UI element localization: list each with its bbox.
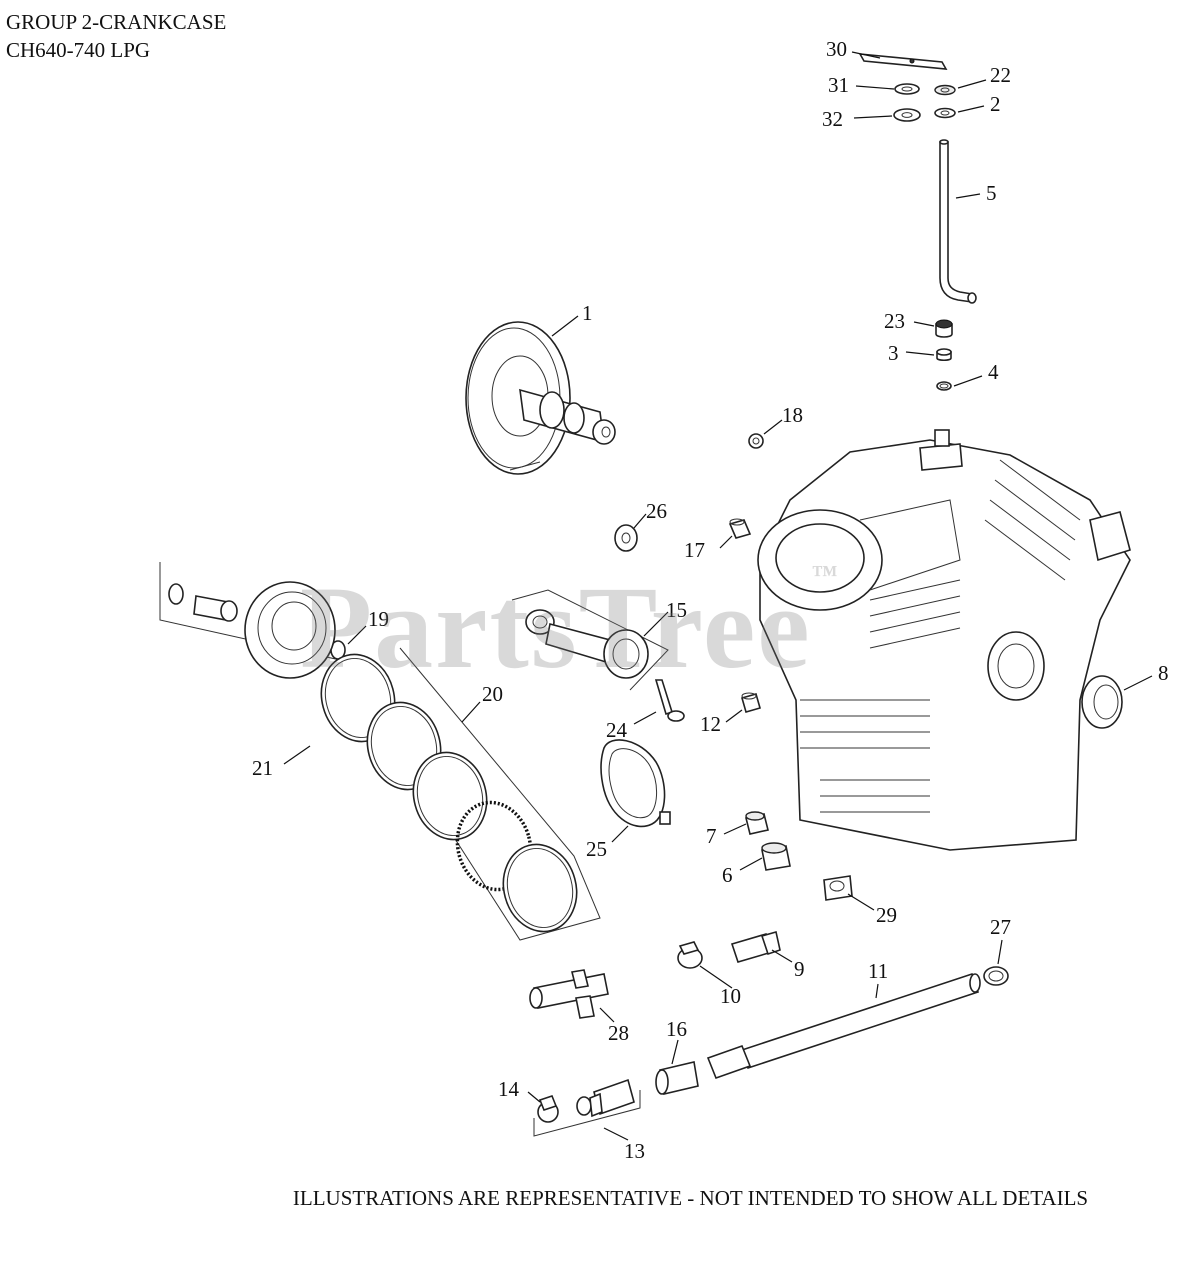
title-block: GROUP 2-CRANKCASE CH640-740 LPG bbox=[6, 8, 226, 64]
callout-15[interactable]: 15 bbox=[666, 598, 687, 622]
crankcase-assembly[interactable] bbox=[757, 429, 1131, 851]
callout-21[interactable]: 21 bbox=[252, 756, 273, 780]
piston-oil-ring[interactable] bbox=[494, 836, 586, 940]
part-26-washer[interactable] bbox=[614, 524, 638, 552]
callout-27[interactable]: 27 bbox=[990, 915, 1011, 939]
callout-8[interactable]: 8 bbox=[1158, 661, 1169, 685]
callout-13[interactable]: 13 bbox=[624, 1139, 645, 1163]
part-5-dipstick-tube[interactable] bbox=[939, 139, 977, 304]
callout-30[interactable]: 30 bbox=[826, 37, 847, 61]
part-2-washer[interactable] bbox=[934, 107, 956, 119]
callout-31[interactable]: 31 bbox=[828, 73, 849, 97]
callout-32[interactable]: 32 bbox=[822, 107, 843, 131]
callout-3[interactable]: 3 bbox=[888, 341, 899, 365]
part-24-bolt[interactable] bbox=[654, 679, 685, 722]
part-29-fitting[interactable] bbox=[823, 875, 853, 901]
callout-17[interactable]: 17 bbox=[684, 538, 705, 562]
callout-2[interactable]: 2 bbox=[990, 92, 1001, 116]
part-32-washer[interactable] bbox=[893, 108, 921, 122]
part-14-clip[interactable] bbox=[537, 1095, 559, 1123]
piston-ring-third[interactable] bbox=[404, 744, 496, 848]
piston-pin[interactable] bbox=[193, 595, 238, 622]
callout-5[interactable]: 5 bbox=[986, 181, 997, 205]
part-10-hose-clamp[interactable] bbox=[677, 941, 703, 969]
callout-23[interactable]: 23 bbox=[884, 309, 905, 333]
callout-14[interactable]: 14 bbox=[498, 1077, 520, 1101]
callout-9[interactable]: 9 bbox=[794, 957, 805, 981]
group-title: GROUP 2-CRANKCASE bbox=[6, 10, 227, 34]
callout-26[interactable]: 26 bbox=[646, 499, 667, 523]
callout-28[interactable]: 28 bbox=[608, 1021, 629, 1045]
callout-24[interactable]: 24 bbox=[606, 718, 628, 742]
callout-29[interactable]: 29 bbox=[876, 903, 897, 927]
part-11-fuel-hose[interactable] bbox=[706, 972, 981, 1080]
part-16-sleeve[interactable] bbox=[655, 1061, 699, 1095]
callout-7[interactable]: 7 bbox=[706, 824, 717, 848]
part-8-oil-seal[interactable] bbox=[1081, 675, 1123, 729]
part-9-hose-barb[interactable] bbox=[730, 930, 781, 963]
callout-1[interactable]: 1 bbox=[582, 301, 593, 325]
part-7-plug[interactable] bbox=[745, 811, 769, 835]
piston-group-outline bbox=[159, 562, 601, 941]
part-25-gasket[interactable] bbox=[600, 739, 671, 828]
model-number: CH640-740 LPG bbox=[6, 38, 151, 62]
callout-20[interactable]: 20 bbox=[482, 682, 503, 706]
part-18-pin[interactable] bbox=[748, 433, 764, 449]
part-12-plug[interactable] bbox=[741, 692, 761, 713]
part-17-dowel[interactable] bbox=[728, 518, 752, 539]
part-31-washer[interactable] bbox=[894, 83, 920, 95]
part-13-fitting[interactable] bbox=[533, 1078, 641, 1137]
callout-22[interactable]: 22 bbox=[990, 63, 1011, 87]
callout-16[interactable]: 16 bbox=[666, 1017, 687, 1041]
callout-labels: 30 31 32 22 2 5 23 3 4 1 18 26 17 19 15 … bbox=[252, 37, 1169, 1163]
callout-6[interactable]: 6 bbox=[722, 863, 733, 887]
part-1-camshaft[interactable] bbox=[465, 321, 616, 475]
callout-18[interactable]: 18 bbox=[782, 403, 803, 427]
callout-12[interactable]: 12 bbox=[700, 712, 721, 736]
callout-25[interactable]: 25 bbox=[586, 837, 607, 861]
callout-19[interactable]: 19 bbox=[368, 607, 389, 631]
callout-11[interactable]: 11 bbox=[868, 959, 888, 983]
part-28-tee-fitting[interactable] bbox=[529, 969, 609, 1019]
part-6-plug[interactable] bbox=[761, 842, 791, 871]
part-15-connecting-rod[interactable] bbox=[511, 589, 669, 691]
part-23-bushing[interactable] bbox=[935, 319, 953, 338]
part-22-seal[interactable] bbox=[934, 84, 956, 96]
callout-4[interactable]: 4 bbox=[988, 360, 999, 384]
disclaimer-footer: ILLUSTRATIONS ARE REPRESENTATIVE - NOT I… bbox=[292, 1186, 1089, 1210]
part-4-o-ring[interactable] bbox=[936, 381, 952, 391]
part-3-ring[interactable] bbox=[936, 348, 952, 362]
part-30-plate[interactable] bbox=[858, 53, 948, 70]
callout-10[interactable]: 10 bbox=[720, 984, 741, 1008]
leader-lines bbox=[283, 51, 1153, 1141]
part-27-hose-clamp[interactable] bbox=[983, 966, 1009, 986]
piston-oil-ring-expander[interactable] bbox=[448, 794, 540, 898]
piston[interactable] bbox=[244, 581, 336, 679]
